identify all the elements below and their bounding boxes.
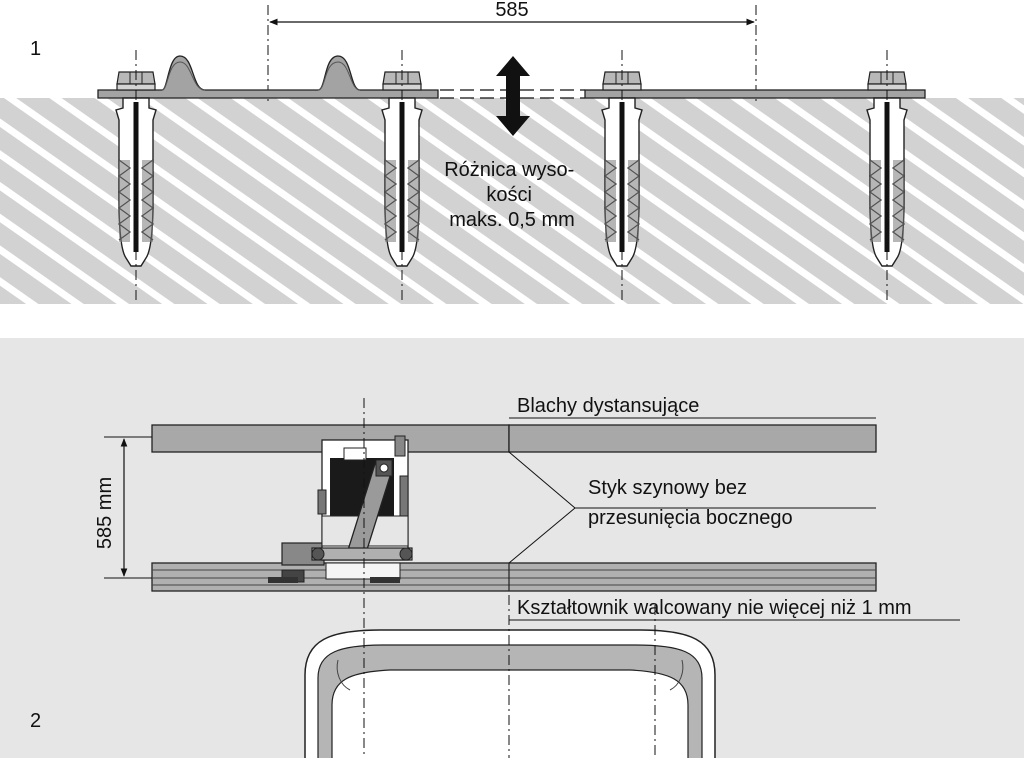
right-spacer-plate xyxy=(584,89,926,99)
panel-1: 1 585 Różnica wyso- kości maks. 0,5 mm xyxy=(0,0,1024,304)
panel-1-number: 1 xyxy=(30,38,41,60)
panel-2-number: 2 xyxy=(30,710,41,732)
note-line-1: Różnica wyso- xyxy=(444,159,574,181)
dimension-585: 585 xyxy=(267,0,757,105)
anchor-bolt-1 xyxy=(115,97,157,267)
note-line-2: kości xyxy=(486,184,532,206)
bottom-rail xyxy=(151,562,877,592)
dimension-value: 585 xyxy=(495,0,528,21)
height-difference-note: Różnica wyso- kości maks. 0,5 mm xyxy=(444,159,580,231)
note-line-3: maks. 0,5 mm xyxy=(449,209,575,231)
anchor-bolt-4 xyxy=(866,97,908,267)
height-difference-arrow xyxy=(496,56,530,136)
anchor-bolt-2 xyxy=(381,97,423,267)
anchor-bolt-3 xyxy=(601,97,643,267)
height-dimension-label: 585 mm xyxy=(94,477,116,549)
height-dimension: 585 mm xyxy=(94,436,152,579)
label-rail-joint-1: Styk szynowy bez xyxy=(588,477,747,499)
rolled-profile xyxy=(304,629,716,758)
rail-joint-callout xyxy=(508,451,876,564)
label-rail-joint-2: przesunięcia bocznego xyxy=(588,507,793,529)
panel-2: 2 xyxy=(0,338,1024,758)
label-spacer-plates: Blachy dystansujące xyxy=(517,395,699,417)
top-rail-right xyxy=(508,424,877,453)
label-rolled-profile: Kształtownik walcowany nie więcej niż 1 … xyxy=(517,597,912,619)
measuring-carriage xyxy=(268,435,413,583)
